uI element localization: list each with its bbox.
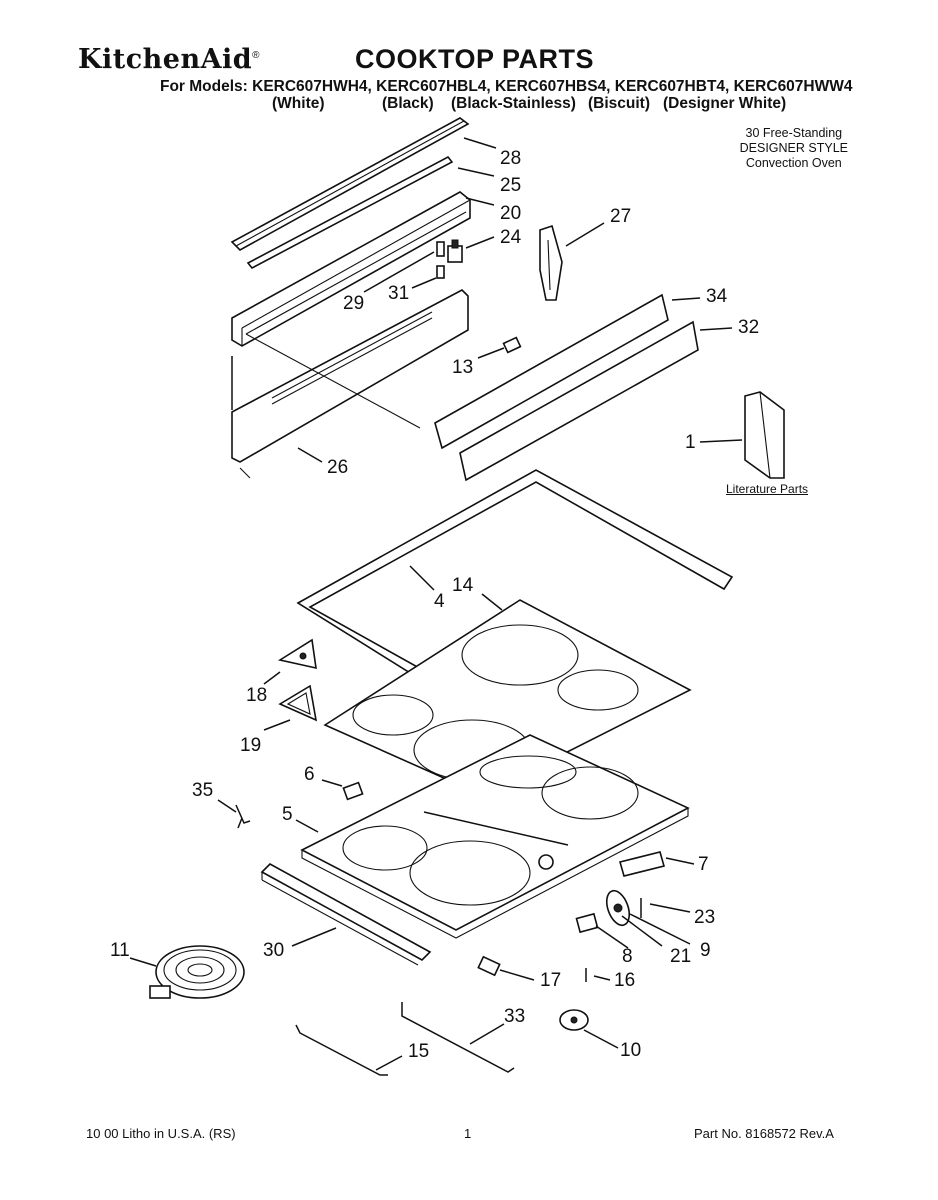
callout-11: 11	[110, 940, 130, 961]
part-burner-box	[300, 734, 690, 939]
part-glass-strip-upper	[434, 293, 669, 450]
callout-24: 24	[500, 227, 522, 248]
brand-logo: KitchenAid®	[78, 44, 260, 75]
callout-numbers: 28 25 20 24 27 29 31 34 32 13 26 1 14 4 …	[110, 148, 759, 1062]
part-switch-plate	[605, 889, 631, 927]
callout-21: 21	[670, 946, 691, 967]
callout-9: 9	[700, 940, 711, 961]
brand-name: KitchenAid	[78, 44, 253, 75]
callout-6: 6	[304, 764, 315, 785]
part-wire-rod-left	[295, 1024, 388, 1076]
finish-biscuit: (Biscuit)	[588, 95, 650, 112]
part-glass-strip-lower	[459, 320, 699, 482]
callout-13: 13	[452, 357, 473, 378]
part-bolt	[502, 336, 522, 354]
product-line-1: 30 Free-Standing	[745, 126, 843, 140]
product-description: 30 Free-Standing DESIGNER STYLE Convecti…	[740, 126, 848, 171]
product-line-3: Convection Oven	[745, 156, 842, 170]
finish-designer-white: (Designer White)	[663, 95, 787, 112]
part-wire-rod-right	[401, 1002, 515, 1073]
callout-18: 18	[246, 685, 267, 706]
callout-20: 20	[500, 203, 521, 224]
models-line: For Models: KERC607HWH4, KERC607HBL4, KE…	[160, 78, 853, 95]
part-infinite-switch	[559, 1009, 589, 1031]
footer-page-number: 1	[464, 1126, 472, 1141]
part-switch-bracket	[447, 239, 463, 263]
callout-17: 17	[540, 970, 561, 991]
part-small-fasteners	[436, 241, 445, 279]
callout-15: 15	[408, 1041, 429, 1062]
callout-23: 23	[694, 907, 715, 928]
callout-35: 35	[192, 780, 213, 801]
callout-30: 30	[263, 940, 284, 961]
callout-25: 25	[500, 175, 521, 196]
callout-31: 31	[388, 283, 409, 304]
part-top-trim	[230, 117, 470, 251]
callout-26: 26	[327, 457, 348, 478]
literature-parts-label: Literature Parts	[726, 482, 809, 496]
footer-print-info: 10 00 Litho in U.S.A. (RS)	[86, 1126, 236, 1141]
callout-5: 5	[282, 804, 293, 825]
callout-8: 8	[622, 946, 633, 967]
callout-32: 32	[738, 317, 759, 338]
finish-black-stainless: (Black-Stainless)	[451, 95, 576, 112]
callout-4: 4	[434, 591, 445, 612]
callout-14: 14	[452, 575, 474, 596]
part-surface-element	[149, 945, 245, 999]
callout-27: 27	[610, 206, 631, 227]
finish-black: (Black)	[382, 95, 434, 112]
callout-29: 29	[343, 293, 364, 314]
part-element-receptacle	[477, 955, 501, 977]
product-line-2: DESIGNER STYLE	[739, 141, 848, 155]
part-side-bracket	[539, 224, 563, 301]
finish-white: (White)	[272, 95, 325, 112]
part-indicator-cap	[277, 638, 317, 670]
part-back-panel	[231, 289, 469, 479]
leader-lines	[129, 137, 743, 1071]
part-rod	[246, 155, 454, 270]
callout-7: 7	[698, 854, 709, 875]
part-terminal-block	[575, 912, 599, 934]
part-spring-clip	[235, 804, 251, 829]
registered-mark: ®	[252, 50, 261, 61]
footer-part-number: Part No. 8168572 Rev.A	[694, 1126, 834, 1141]
part-indicator-seal	[278, 684, 318, 722]
callout-19: 19	[240, 735, 261, 756]
callout-1: 1	[685, 432, 696, 453]
callout-16: 16	[614, 970, 635, 991]
callout-33: 33	[504, 1006, 525, 1027]
callout-28: 28	[500, 148, 521, 169]
part-literature-booklet	[744, 391, 785, 479]
part-clip	[342, 781, 364, 801]
callout-10: 10	[620, 1040, 641, 1061]
callout-34: 34	[706, 286, 728, 307]
part-panel-rail	[231, 191, 471, 347]
part-bracket-bar	[619, 851, 665, 877]
part-front-trim	[260, 863, 432, 966]
page-title: COOKTOP PARTS	[355, 44, 595, 74]
